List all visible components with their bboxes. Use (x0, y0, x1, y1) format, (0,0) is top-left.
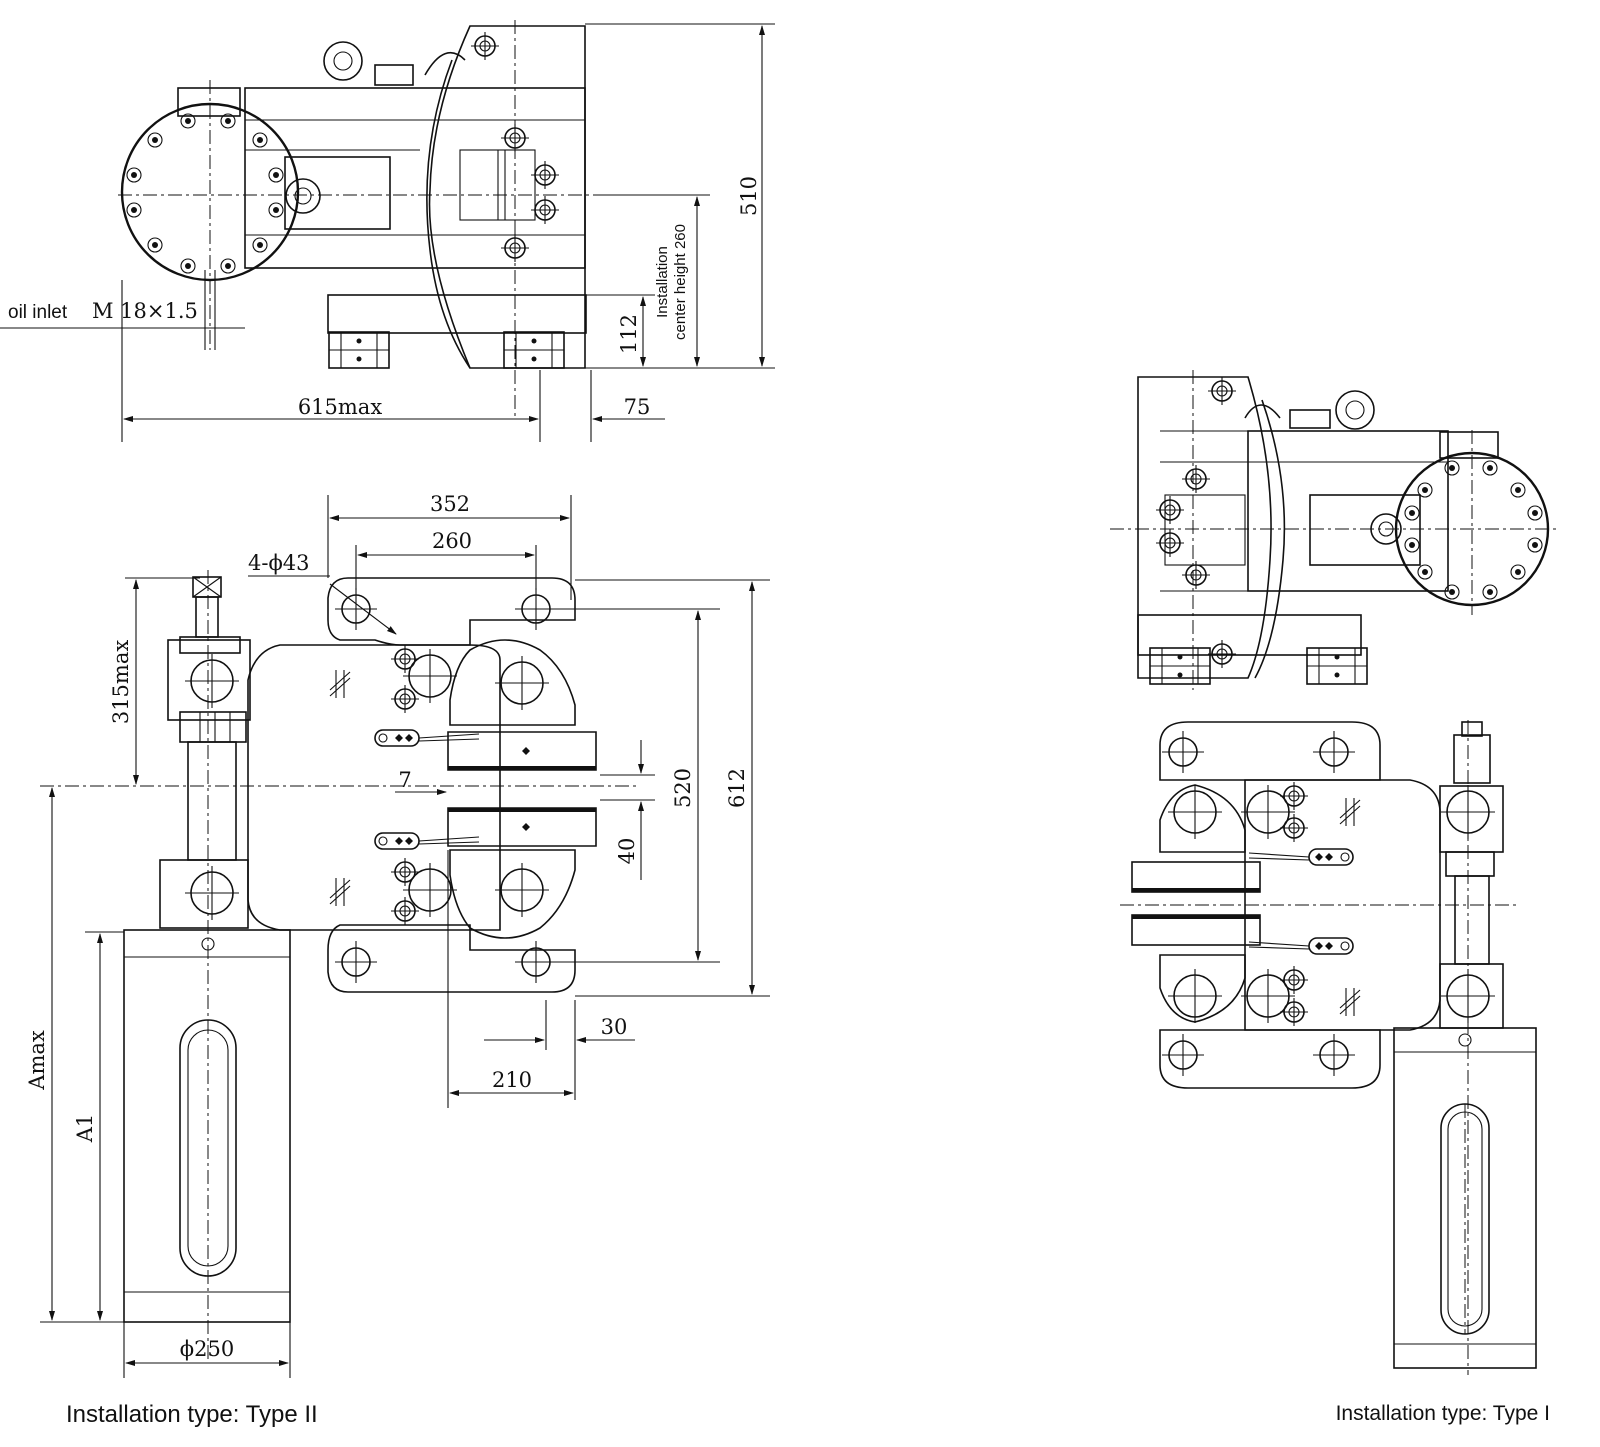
dim-phi250: ϕ250 (180, 1337, 234, 1361)
top-view-type-2 (118, 20, 700, 420)
dim-112: 112 (617, 314, 641, 354)
oil-inlet-label: oil inlet (8, 302, 68, 323)
caption-type-2: Installation type: Type II (66, 1401, 318, 1428)
dim-315max: 315max (109, 640, 133, 725)
dim-a1: A1 (73, 1114, 97, 1144)
dim-75: 75 (624, 395, 651, 419)
front-view-type-2 (40, 570, 640, 1360)
dim-holes: 4-ϕ43 (248, 551, 310, 575)
front-view-dimensions: 352 260 4-ϕ43 315max 7 40 520 612 (25, 492, 770, 1378)
oil-inlet-thread: M 18×1.5 (92, 299, 198, 323)
dim-210: 210 (492, 1068, 532, 1092)
front-cylinder (123, 929, 291, 1323)
dim-40: 40 (615, 838, 639, 865)
dim-260: 260 (432, 529, 472, 553)
dim-615max: 615max (298, 395, 383, 419)
dim-amax: Amax (25, 1030, 49, 1091)
dim-612: 612 (725, 768, 749, 808)
top-view-dimensions: 510 Installation center height 260 112 o… (0, 23, 775, 442)
dim-30: 30 (601, 1015, 628, 1039)
install-height-line2: center height 260 (672, 224, 689, 340)
dim-510: 510 (737, 176, 761, 216)
dim-7: 7 (398, 768, 411, 792)
dim-352: 352 (430, 492, 470, 516)
caption-type-1: Installation type: Type I (1336, 1402, 1550, 1425)
dim-520: 520 (671, 768, 695, 808)
top-base-plate (327, 294, 587, 334)
install-height-line1: Installation (654, 246, 671, 318)
front-view-type-1 (1120, 720, 1537, 1375)
main-frame (247, 644, 501, 931)
top-view-type-1 (1110, 370, 1560, 690)
